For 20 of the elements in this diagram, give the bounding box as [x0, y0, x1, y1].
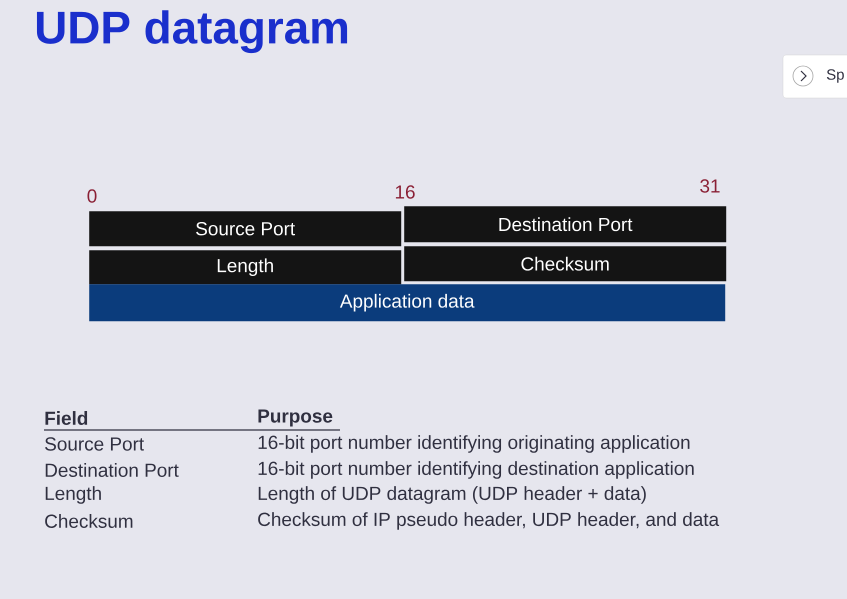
header-field: Source Port — [89, 211, 402, 246]
header-field: Checksum — [404, 246, 726, 282]
table-cell: Destination Port — [46, 463, 179, 477]
title: UDP datagram — [36, 10, 348, 54]
header-field: Destination Port — [404, 206, 726, 242]
table-header: Purpose — [258, 410, 332, 426]
table-cell: Length — [46, 486, 101, 504]
table-header: Field — [45, 411, 88, 425]
table-cell: 16-bit port number identifying originating application — [258, 435, 690, 453]
table-cell: Checksum of IP pseudo header, UDP header, and data — [258, 512, 720, 530]
bit-number: 0 — [87, 189, 97, 203]
side-button: Sp — [782, 54, 847, 98]
table-cell: 16-bit port number identifying destination application — [258, 461, 694, 479]
table-cell: Source Port — [45, 437, 144, 451]
bit-number: 16 — [396, 185, 415, 199]
header-field: Length — [89, 250, 402, 284]
data-band: Application data — [89, 284, 726, 322]
bit-number: 31 — [700, 179, 720, 193]
table-cell: Checksum — [45, 514, 132, 528]
table-cell: Length of UDP datagram (UDP header + data) — [258, 486, 646, 504]
